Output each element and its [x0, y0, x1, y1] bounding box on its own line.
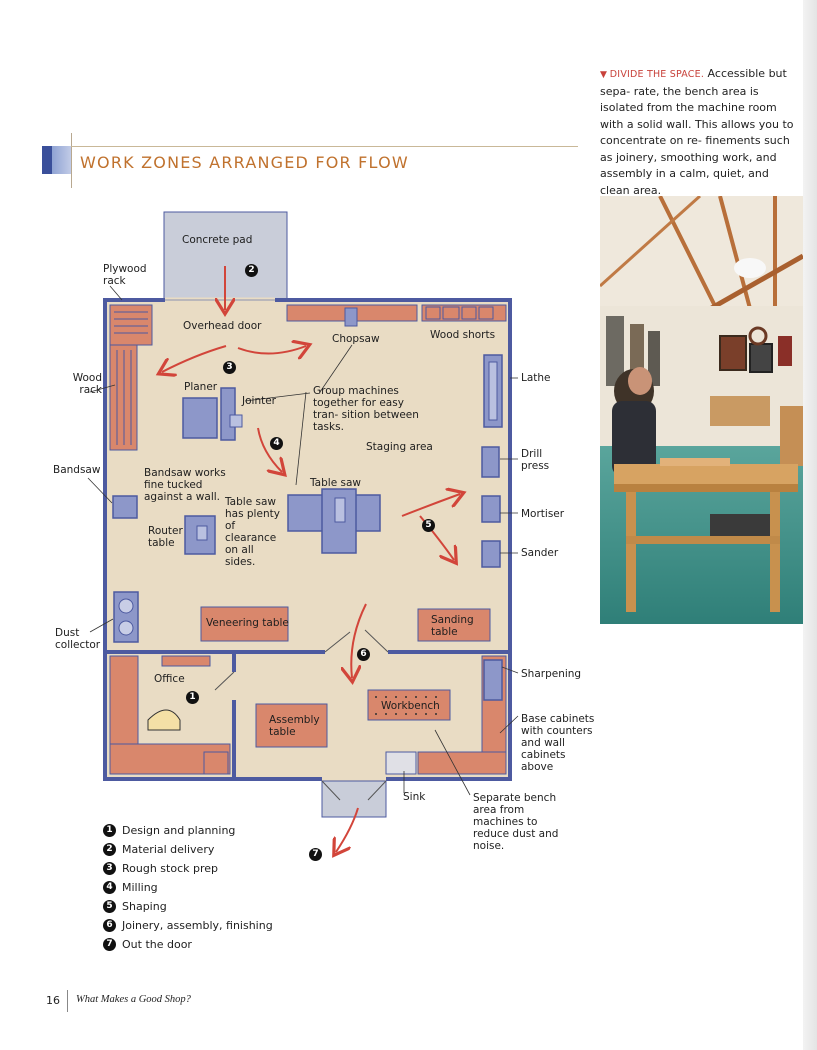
label-veneering-table: Veneering table — [206, 617, 289, 629]
header-rule — [71, 146, 578, 147]
label-sink: Sink — [403, 791, 426, 803]
caption-text: Accessible but sepa- rate, the bench are… — [600, 67, 794, 197]
running-title: What Makes a Good Shop? — [76, 994, 191, 1005]
label-base-cabinets: Base cabinets with counters and wall cab… — [521, 713, 595, 773]
legend-item: 1 Design and planning — [103, 821, 273, 840]
label-bandsaw-note: Bandsaw works fine tucked against a wall… — [144, 467, 226, 503]
floor-plan: Concrete pad Plywood rack Overhead door … — [53, 211, 595, 861]
legend-text: Material delivery — [122, 843, 215, 856]
label-jointer: Jointer — [242, 395, 276, 407]
legend-number: 3 — [103, 862, 116, 875]
arrow-prep-right — [237, 346, 306, 354]
veneering-table-unit — [200, 606, 289, 642]
marker-3: 3 — [223, 361, 236, 374]
label-table-saw-note: Table saw has plenty of clearance on all… — [225, 496, 280, 568]
exterior-walls — [103, 298, 512, 781]
exit-pad — [321, 780, 387, 818]
legend-item: 2 Material delivery — [103, 840, 273, 859]
label-mortiser: Mortiser — [521, 508, 565, 520]
chopsaw-unit — [344, 307, 358, 327]
arrow-joinery — [351, 603, 367, 678]
caption-lead: DIVIDE THE SPACE. — [609, 69, 705, 80]
sander-unit — [481, 540, 501, 568]
legend-text: Joinery, assembly, finishing — [122, 919, 273, 932]
legend-number: 7 — [103, 938, 116, 951]
drill-press-unit — [481, 446, 500, 478]
label-dust-collector: Dust collector — [55, 627, 101, 651]
label-bandsaw: Bandsaw — [53, 464, 101, 476]
legend-number: 6 — [103, 919, 116, 932]
header-rule-vertical — [71, 133, 72, 188]
arrow-shaping-up — [401, 494, 460, 517]
arrow-prep-left — [162, 345, 227, 372]
label-lathe: Lathe — [521, 372, 551, 384]
legend-text: Shaping — [122, 900, 167, 913]
assembly-table-unit — [255, 703, 328, 748]
label-office: Office — [154, 673, 185, 685]
jointer-unit — [220, 387, 236, 441]
legend-item: 7 Out the door — [103, 935, 273, 954]
label-sander: Sander — [521, 547, 559, 559]
legend-number: 5 — [103, 900, 116, 913]
legend-text: Milling — [122, 881, 158, 894]
plywood-rack-unit — [109, 304, 153, 346]
legend-item: 5 Shaping — [103, 897, 273, 916]
label-sharpening: Sharpening — [521, 668, 582, 680]
page-number: 16 — [46, 994, 60, 1007]
section-marker — [42, 146, 72, 174]
label-chopsaw: Chopsaw — [332, 333, 380, 345]
mortiser-unit — [481, 495, 501, 523]
shop-photo — [600, 196, 803, 624]
planer-unit — [182, 397, 218, 439]
footer-rule — [67, 990, 68, 1012]
legend-text: Rough stock prep — [122, 862, 219, 875]
photo-caption: ▼ DIVIDE THE SPACE. Accessible but sepa-… — [600, 66, 795, 199]
arrow-out — [336, 807, 359, 852]
legend-item: 3 Rough stock prep — [103, 859, 273, 878]
label-workbench: Workbench — [381, 700, 440, 712]
label-concrete-pad: Concrete pad — [182, 234, 253, 246]
workbench-unit — [367, 689, 451, 721]
label-group-machines: Group machines together for easy tran- s… — [313, 385, 419, 433]
label-wood-rack: Wood rack — [72, 372, 102, 396]
marker-1: 1 — [186, 691, 199, 704]
label-plywood-rack: Plywood rack — [103, 263, 147, 287]
sharpening-unit — [483, 659, 503, 701]
marker-5: 5 — [422, 519, 435, 532]
marker-6: 6 — [357, 648, 370, 661]
arrow-milling — [257, 427, 282, 472]
page-edge — [803, 0, 817, 1050]
router-table-unit — [184, 515, 216, 555]
label-assembly-table: Assembly table — [269, 714, 320, 738]
bandsaw-unit — [112, 495, 138, 519]
marker-7: 7 — [309, 848, 322, 861]
legend-number: 1 — [103, 824, 116, 837]
legend-number: 4 — [103, 881, 116, 894]
sanding-table-unit — [417, 608, 491, 642]
label-planer: Planer — [184, 381, 218, 393]
label-wood-shorts: Wood shorts — [430, 329, 496, 341]
caption-triangle-icon: ▼ — [600, 70, 610, 80]
label-overhead-door: Overhead door — [183, 320, 262, 332]
section-title: WORK ZONES ARRANGED FOR FLOW — [80, 153, 409, 172]
legend-number: 2 — [103, 843, 116, 856]
legend-text: Design and planning — [122, 824, 236, 837]
marker-4: 4 — [270, 437, 283, 450]
legend-item: 4 Milling — [103, 878, 273, 897]
marker-2: 2 — [245, 264, 258, 277]
legend-item: 6 Joinery, assembly, finishing — [103, 916, 273, 935]
label-separate-bench: Separate bench area from machines to red… — [473, 792, 559, 852]
label-table-saw: Table saw — [310, 477, 361, 489]
label-drill-press: Drill press — [521, 448, 550, 472]
label-router-table: Router table — [148, 525, 183, 549]
label-sanding-table: Sanding table — [431, 614, 474, 638]
label-staging-area: Staging area — [366, 441, 433, 453]
legend-text: Out the door — [122, 938, 192, 951]
